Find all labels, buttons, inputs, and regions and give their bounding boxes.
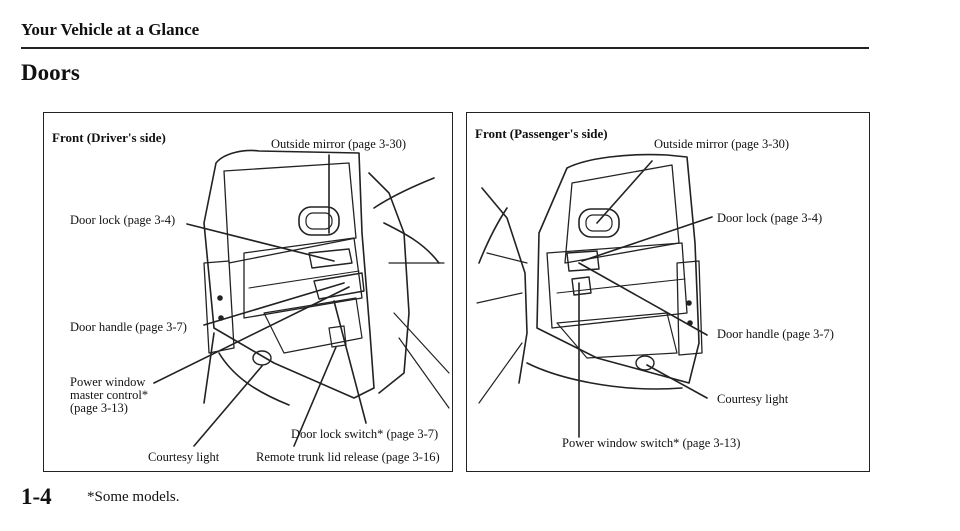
passenger-panel-title: Front (Passenger's side) — [475, 126, 608, 141]
passenger-door-illustration — [476, 153, 713, 438]
label-door-lock-switch: Door lock switch* (page 3-7) — [291, 427, 439, 441]
header-title: Your Vehicle at a Glance — [21, 20, 200, 39]
label-remote-trunk: Remote trunk lid release (page 3-16) — [256, 450, 440, 464]
label-power-window-line1: Power window — [70, 375, 146, 389]
page-number: 1-4 — [21, 484, 52, 509]
label-door-lock: Door lock (page 3-4) — [717, 211, 823, 225]
driver-door-illustration — [153, 149, 450, 447]
section-title: Doors — [21, 60, 80, 85]
label-door-handle: Door handle (page 3-7) — [717, 327, 834, 341]
label-door-handle: Door handle (page 3-7) — [70, 320, 187, 334]
label-courtesy-light: Courtesy light — [717, 392, 789, 406]
header-rule — [21, 47, 869, 49]
label-courtesy-light: Courtesy light — [148, 450, 220, 464]
label-power-window-line2: master control* — [70, 388, 149, 402]
label-outside-mirror: Outside mirror (page 3-30) — [654, 137, 790, 151]
footnote: *Some models. — [87, 489, 180, 505]
driver-panel-title: Front (Driver's side) — [52, 130, 166, 145]
label-door-lock: Door lock (page 3-4) — [70, 213, 176, 227]
label-power-window-switch: Power window switch* (page 3-13) — [562, 436, 741, 450]
passenger-side-figure: Front (Passenger's side) Outside mirror … — [466, 112, 870, 472]
driver-side-figure: Front (Driver's side) Outside mirror (pa… — [43, 112, 453, 472]
label-outside-mirror: Outside mirror (page 3-30) — [271, 137, 407, 151]
label-power-window-line3: (page 3-13) — [70, 401, 128, 415]
